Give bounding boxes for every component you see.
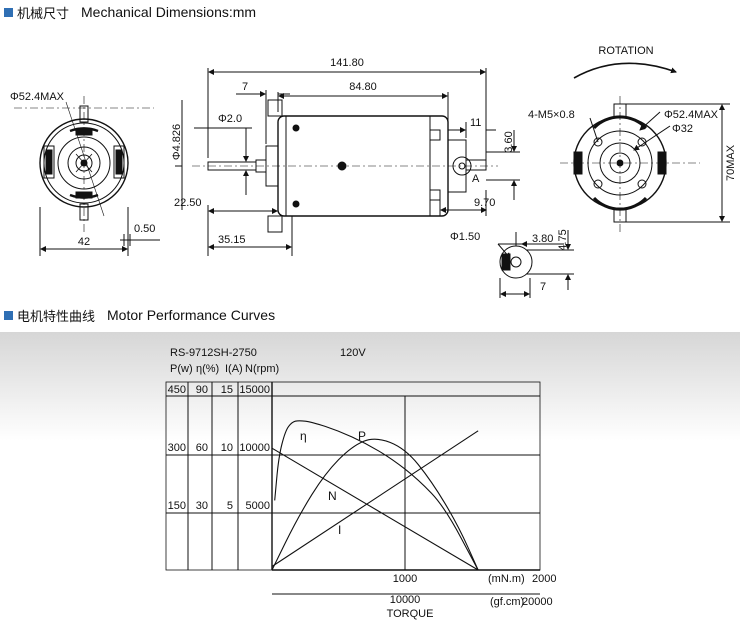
total-length-label: 141.80 <box>330 57 364 69</box>
i-tick-label: 5 <box>227 500 233 512</box>
rear-inner-dia-label: Φ32 <box>672 123 693 135</box>
screws-label: 4-M5×0.8 <box>528 109 575 121</box>
rotation-label: ROTATION <box>598 45 653 57</box>
axis-head-p: P(w) <box>170 363 193 375</box>
performance-header: 电机特性曲线 Motor Performance Curves <box>4 307 276 324</box>
section-marker-icon <box>4 310 13 320</box>
dimensions-title-en: Mechanical Dimensions:mm <box>81 4 257 20</box>
model-label: RS-9712SH-2750 <box>170 347 257 359</box>
detail-height-label: 4.75 <box>557 229 569 250</box>
axis-head-i: I(A) <box>225 363 243 375</box>
dimension-labels: Φ52.4MAX 42 0.50 141.80 84.80 7 Φ2.0 Φ4.… <box>10 45 737 293</box>
eta-tick-label: 30 <box>196 500 208 512</box>
n-tick-label: 10000 <box>239 442 270 454</box>
terminal-offset-label: 3.60 <box>503 131 515 152</box>
flange-length-label: 7 <box>242 81 248 93</box>
rear-dia-label: Φ52.4MAX <box>664 109 719 121</box>
dimensions-header: 机械尺寸 Mechanical Dimensions:mm <box>4 4 257 21</box>
detail-a-marker: A <box>472 173 480 185</box>
n-tick-label: 15000 <box>239 384 270 396</box>
height-label: 70MAX <box>725 144 737 181</box>
x2-tick-label: 20000 <box>522 596 553 608</box>
curves-layer: η P N I <box>271 420 479 571</box>
body-length-label: 84.80 <box>349 81 377 93</box>
mount-length-label: 35.15 <box>218 234 246 246</box>
p-tick-label: 150 <box>168 500 186 512</box>
front-dia-label: Φ52.4MAX <box>10 91 65 103</box>
x-unit-mnm: (mN.m) <box>488 573 525 585</box>
eta-tick-label: 60 <box>196 442 208 454</box>
detail-length-label: 7 <box>540 281 546 293</box>
front-offset-label: 0.50 <box>134 223 155 235</box>
dimensions-title-cn: 机械尺寸 <box>17 5 70 21</box>
curve-label-eta: η <box>300 429 307 443</box>
curve-i <box>271 430 479 567</box>
mechanical-drawing: Φ52.4MAX 42 0.50 141.80 84.80 7 Φ2.0 Φ4.… <box>10 45 737 298</box>
p-tick-label: 450 <box>168 384 186 396</box>
scale-labels: 450 300 150 90 60 30 15 10 5 15000 10000… <box>168 384 557 620</box>
curve-p <box>271 438 479 571</box>
section-marker-icon <box>4 7 13 17</box>
detail-a-view <box>497 230 574 298</box>
detail-width-label: 3.80 <box>532 233 553 245</box>
eta-tick-label: 90 <box>196 384 208 396</box>
x-tick-label: 2000 <box>532 573 556 585</box>
performance-chart: RS-9712SH-2750 120V P(w) η(%) I(A) N(rpm… <box>0 332 740 642</box>
detail-hole-label: Φ1.50 <box>450 231 480 243</box>
front-width-label: 42 <box>78 236 90 248</box>
x-axis-title: TORQUE <box>387 608 434 620</box>
p-tick-label: 300 <box>168 442 186 454</box>
x-tick-label: 1000 <box>393 573 417 585</box>
n-tick-label: 5000 <box>246 500 270 512</box>
i-tick-label: 10 <box>221 442 233 454</box>
rear-length-label: 9.70 <box>474 197 495 209</box>
boss-dia-label: Φ4.826 <box>171 124 183 160</box>
curve-eta <box>274 420 479 571</box>
curve-label-n: N <box>328 489 337 503</box>
x2-tick-label: 10000 <box>390 594 421 606</box>
i-tick-label: 15 <box>221 384 233 396</box>
rear-view <box>560 62 730 232</box>
shaft-length-label: 22.50 <box>174 197 202 209</box>
curve-label-p: P <box>358 429 366 443</box>
curve-n <box>271 447 479 571</box>
terminal-length-label: 11 <box>470 117 481 129</box>
side-view <box>175 68 520 256</box>
voltage-label: 120V <box>340 347 366 359</box>
x-unit-gfcm: (gf.cm) <box>490 596 524 608</box>
performance-title-en: Motor Performance Curves <box>107 307 276 323</box>
front-view <box>14 96 160 256</box>
curve-label-i: I <box>338 523 341 537</box>
shaft-dia-label: Φ2.0 <box>218 113 242 125</box>
performance-title-cn: 电机特性曲线 <box>17 308 96 324</box>
axis-head-eta: η(%) <box>196 363 219 375</box>
axis-head-n: N(rpm) <box>245 363 279 375</box>
